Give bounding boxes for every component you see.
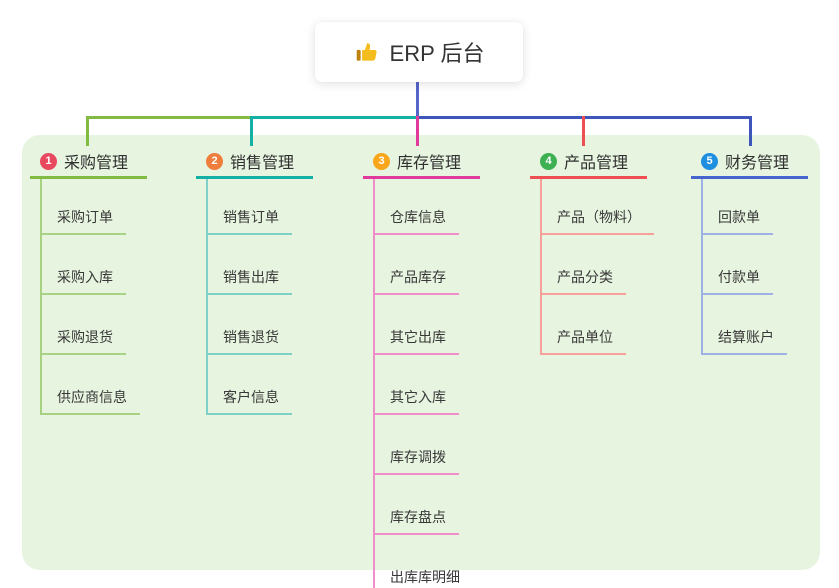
child-node[interactable]: 供应商信息 [42,355,140,415]
branch-children: 回款单 付款单 结算账户 [701,179,808,355]
root-connector-line [416,82,419,119]
branch-inventory: 3 库存管理 仓库信息 产品库存 其它出库 其它入库 库存调拨 库存盘点 出库库… [363,146,480,588]
branch-children: 采购订单 采购入库 采购退货 供应商信息 [40,179,147,415]
branch-purchase: 1 采购管理 采购订单 采购入库 采购退货 供应商信息 [30,146,147,415]
child-node[interactable]: 采购订单 [42,179,126,235]
bus-line-mid [251,116,417,119]
branch-children: 销售订单 销售出库 销售退货 客户信息 [206,179,313,415]
child-node[interactable]: 产品单位 [542,295,626,355]
branch-node-product[interactable]: 4 产品管理 [530,146,647,179]
branch-title: 库存管理 [397,155,462,172]
branch-finance: 5 财务管理 回款单 付款单 结算账户 [691,146,808,355]
branch-node-finance[interactable]: 5 财务管理 [691,146,808,179]
number-badge: 4 [540,152,557,170]
branches-background-panel [22,135,820,570]
branch-children: 产品（物料） 产品分类 产品单位 [540,179,654,355]
child-node[interactable]: 销售退货 [208,295,292,355]
branch-drop-line-3 [416,116,419,146]
branch-sales: 2 销售管理 销售订单 销售出库 销售退货 客户信息 [196,146,313,415]
branch-drop-line-5 [749,116,752,146]
branch-node-sales[interactable]: 2 销售管理 [196,146,313,179]
branch-node-purchase[interactable]: 1 采购管理 [30,146,147,179]
child-node[interactable]: 销售出库 [208,235,292,295]
number-badge: 2 [206,152,223,170]
child-node[interactable]: 其它入库 [375,355,459,415]
branch-title: 财务管理 [725,155,790,172]
child-node[interactable]: 结算账户 [703,295,787,355]
child-node[interactable]: 采购入库 [42,235,126,295]
child-node[interactable]: 其它出库 [375,295,459,355]
branch-title: 采购管理 [64,155,129,172]
number-badge: 1 [40,152,57,170]
branch-product: 4 产品管理 产品（物料） 产品分类 产品单位 [530,146,654,355]
child-node[interactable]: 产品（物料） [542,179,654,235]
root-title: ERP 后台 [389,41,485,66]
branch-drop-line-1 [86,116,89,146]
thumbs-up-icon [354,39,380,65]
child-node[interactable]: 库存调拨 [375,415,459,475]
child-node[interactable]: 采购退货 [42,295,126,355]
child-node[interactable]: 仓库信息 [375,179,459,235]
child-node[interactable]: 销售订单 [208,179,292,235]
child-node[interactable]: 产品库存 [375,235,459,295]
bus-line-left [86,116,251,119]
branch-node-inventory[interactable]: 3 库存管理 [363,146,480,179]
child-node[interactable]: 出库库明细 [375,535,473,588]
branch-title: 产品管理 [564,155,629,172]
child-node[interactable]: 回款单 [703,179,773,235]
number-badge: 3 [373,152,390,170]
child-node[interactable]: 库存盘点 [375,475,459,535]
branch-drop-line-4 [582,116,585,146]
branch-drop-line-2 [250,116,253,146]
child-node[interactable]: 客户信息 [208,355,292,415]
child-node[interactable]: 产品分类 [542,235,626,295]
branch-title: 销售管理 [230,155,295,172]
child-node[interactable]: 付款单 [703,235,773,295]
number-badge: 5 [701,152,718,170]
branch-children: 仓库信息 产品库存 其它出库 其它入库 库存调拨 库存盘点 出库库明细 [373,179,480,588]
root-node[interactable]: ERP 后台 [315,22,523,82]
